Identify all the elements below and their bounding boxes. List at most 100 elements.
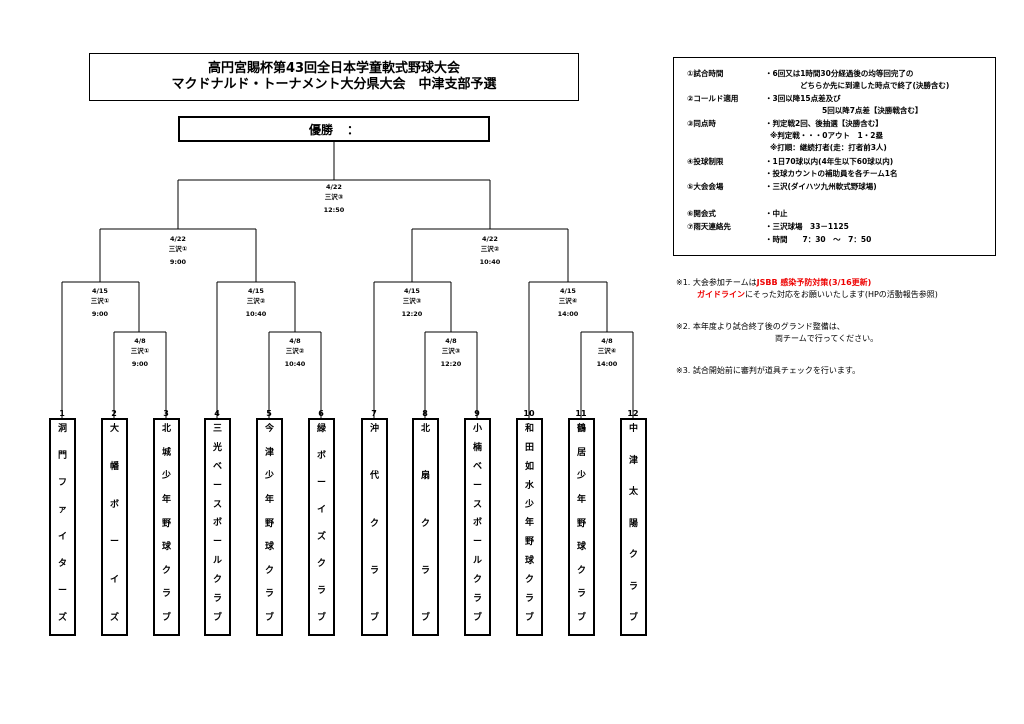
note-1-prefix: ※1. 大会参加チームは <box>676 278 757 287</box>
team-name-char: ク <box>369 518 379 529</box>
team-seed-number: 2 <box>111 409 117 418</box>
team-name-char: 居 <box>576 447 586 458</box>
team-name-char: ー <box>212 480 222 491</box>
team-name-char: ベ <box>212 461 222 472</box>
team-name-char: ク <box>576 565 586 576</box>
team-name-char: 中 <box>628 424 638 434</box>
team-name-char: ブ <box>161 613 171 623</box>
team-name-char: ラ <box>161 589 171 600</box>
team-name-char: 野 <box>161 518 171 529</box>
team-seed-number: 1 <box>59 409 65 418</box>
rule-6: ⑥開会式 <box>687 208 765 219</box>
match-date: 4/8 <box>445 337 457 345</box>
team-name-char: 門 <box>57 451 67 461</box>
team-name-char: ブ <box>264 613 274 623</box>
match-qf1: 4/15 三沢① 9:00 <box>70 287 130 320</box>
rule-text: ・1日70球以内(4年生以下60球以内) <box>765 157 894 166</box>
team-name-box: 洞門ファイターズ <box>49 418 76 636</box>
match-venue: 三沢③ <box>441 346 461 355</box>
note-2-line-2: 両チームで行ってください。 <box>775 334 879 343</box>
rule-label: ②コールド適用 <box>687 94 739 103</box>
team-name-char: 幡 <box>109 461 119 472</box>
team-name-char: 野 <box>524 537 534 548</box>
guideline-link[interactable]: ガイドライン <box>697 290 745 299</box>
team-name-char: 北 <box>161 424 171 434</box>
team-name-box: 沖代クラブ <box>361 418 388 636</box>
match-final: 4/22 三沢③ 12:50 <box>304 183 364 216</box>
rule-label: ①試合時間 <box>687 69 724 78</box>
team-name-char: 小 <box>472 424 482 434</box>
match-r1b: 4/8 三沢② 10:40 <box>265 337 325 370</box>
rule-5: ⑤大会会場 <box>687 181 765 192</box>
team-name-char: ズ <box>109 612 119 623</box>
team-seed-number: 10 <box>523 409 535 418</box>
team-name-char: 北 <box>420 424 430 434</box>
team-name-char: 楠 <box>472 442 482 453</box>
match-date: 4/15 <box>560 287 576 295</box>
team-name-char: イ <box>109 575 119 586</box>
team-name-char: 水 <box>524 480 534 491</box>
match-r1a: 4/8 三沢① 9:00 <box>110 337 170 370</box>
rule-text: ※打順：継続打者(走：打者前3人) <box>770 143 887 152</box>
team-name-char: 扇 <box>420 471 430 482</box>
match-time: 12:20 <box>401 310 423 318</box>
team-name-char: ァ <box>57 505 67 515</box>
team-name-char: 年 <box>576 494 586 505</box>
team-name-char: 今 <box>264 424 274 434</box>
team-name-char: ク <box>420 518 430 529</box>
team-name-char: ボ <box>109 499 119 510</box>
team-name-char: ブ <box>369 613 379 623</box>
tournament-title: 高円宮賜杯第43回全日本学童軟式野球大会 マクドナルド・トーナメント大分県大会 … <box>89 53 579 101</box>
match-venue: 三沢② <box>246 296 266 305</box>
rule-text: ・三沢(ダイハツ九州軟式野球場) <box>765 182 877 191</box>
match-date: 4/22 <box>482 235 498 243</box>
team-name-char: 少 <box>524 499 534 510</box>
team-name-char: 球 <box>576 542 586 553</box>
team-name-box: 緑ボーイズクラブ <box>308 418 335 636</box>
team-name-char: ラ <box>576 589 586 600</box>
match-date: 4/15 <box>92 287 108 295</box>
match-venue: 三沢① <box>168 244 188 253</box>
match-r1c: 4/8 三沢③ 12:20 <box>421 337 481 370</box>
rule-text: ・判定戦2回、後抽選【決勝含む】 <box>765 119 883 128</box>
match-date: 4/15 <box>404 287 420 295</box>
match-time: 12:50 <box>323 206 345 214</box>
team-name-char: ラ <box>472 594 482 605</box>
team-name-char: ブ <box>628 613 638 623</box>
team-name-char: ラ <box>420 565 430 576</box>
match-venue: 三沢③ <box>402 296 422 305</box>
team-name-char: 沖 <box>369 424 379 434</box>
team-name-char: フ <box>57 478 67 488</box>
rule-label: ⑤大会会場 <box>687 182 724 191</box>
team-name-char: ー <box>57 586 67 596</box>
note-1-link[interactable]: JSBB 感染予防対策(3/16更新) <box>756 278 872 287</box>
team-name-char: ブ <box>576 613 586 623</box>
team-name-char: 津 <box>264 447 274 458</box>
team-name-char: ベ <box>472 461 482 472</box>
team-seed-number: 11 <box>575 409 587 418</box>
team-name-char: ス <box>472 499 482 510</box>
match-time: 10:40 <box>284 360 306 368</box>
team-name-char: ク <box>161 565 171 576</box>
team-name-char: 光 <box>212 442 222 453</box>
note-1: ※1. 大会参加チームはJSBB 感染予防対策(3/16更新) <box>676 277 871 288</box>
team-name-char: ラ <box>628 581 638 592</box>
match-qf3: 4/15 三沢③ 12:20 <box>382 287 442 320</box>
match-venue: 三沢② <box>285 346 305 355</box>
team-name-char: ラ <box>264 589 274 600</box>
rule-4: ④投球制限 <box>687 156 765 167</box>
team-name-char: ク <box>472 575 482 586</box>
team-seed-number: 12 <box>627 409 639 418</box>
rule-text: 5回以降7点差【決勝戦含む】 <box>822 106 923 115</box>
team-name-char: タ <box>57 559 67 569</box>
match-qf4: 4/15 三沢④ 14:00 <box>538 287 598 320</box>
team-name-box: 鶴居少年野球クラブ <box>568 418 595 636</box>
team-name-char: 球 <box>524 556 534 567</box>
match-time: 14:00 <box>596 360 618 368</box>
team-name-char: イ <box>57 532 67 542</box>
rule-1: ①試合時間 <box>687 68 765 79</box>
team-name-box: 中津太陽クラブ <box>620 418 647 636</box>
team-name-box: 三光ベースボールクラブ <box>204 418 231 636</box>
match-time: 10:40 <box>245 310 267 318</box>
